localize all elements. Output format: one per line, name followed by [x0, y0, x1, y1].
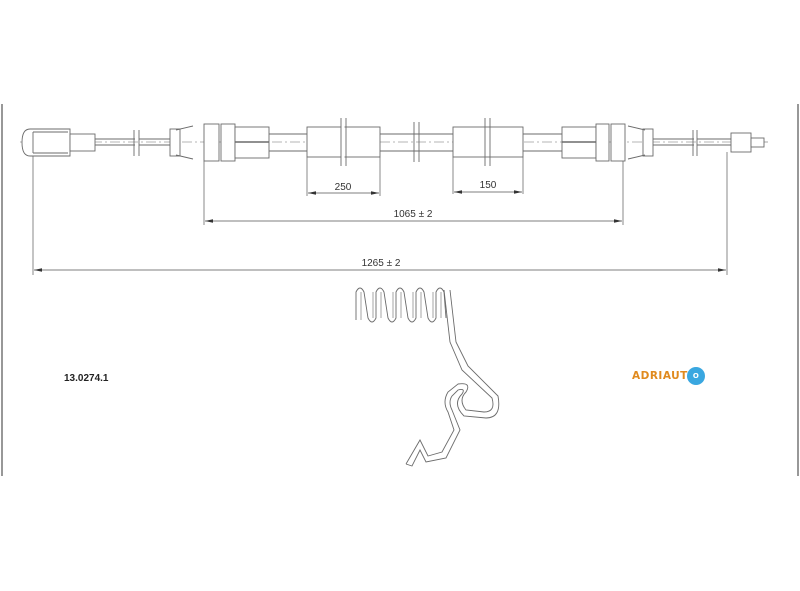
dim-label-250: 250 [335, 182, 352, 193]
brand-logo-badge-icon: O [686, 367, 705, 385]
return-spring [355, 287, 500, 467]
main-casing [269, 118, 562, 196]
left-end-fitting [21, 128, 135, 275]
brand-logo-text: ADRIAUT [632, 370, 688, 382]
left-casing-ferrule [169, 123, 270, 225]
right-casing-ferrule [561, 123, 654, 225]
dim-label-1265: 1265 ± 2 [362, 258, 401, 269]
part-number: 13.0274.1 [64, 373, 109, 384]
right-end-nipple [653, 130, 765, 275]
dim-label-150: 150 [480, 180, 497, 191]
brand-logo: ADRIAUT O [632, 366, 705, 386]
dim-label-1065: 1065 ± 2 [394, 209, 433, 220]
break-mark-left [133, 130, 170, 156]
